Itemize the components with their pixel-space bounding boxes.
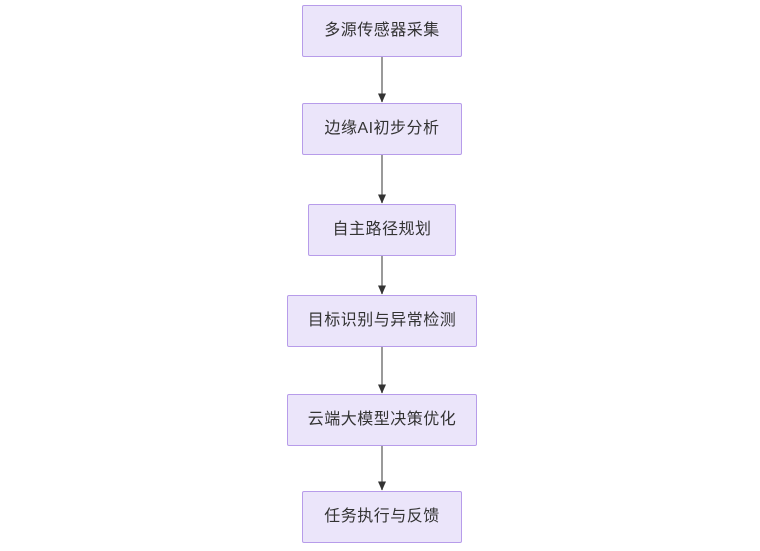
flow-node-label: 边缘AI初步分析 xyxy=(324,120,440,138)
flow-node-label: 自主路径规划 xyxy=(332,221,432,239)
flow-node-4[interactable]: 目标识别与异常检测 xyxy=(287,295,477,347)
flow-node-5[interactable]: 云端大模型决策优化 xyxy=(287,394,477,446)
flow-node-6[interactable]: 任务执行与反馈 xyxy=(302,491,462,543)
flow-node-label: 云端大模型决策优化 xyxy=(307,411,457,429)
flow-node-label: 多源传感器采集 xyxy=(324,22,440,40)
flow-node-3[interactable]: 自主路径规划 xyxy=(308,204,456,256)
flow-node-2[interactable]: 边缘AI初步分析 xyxy=(302,103,462,155)
flow-node-1[interactable]: 多源传感器采集 xyxy=(302,5,462,57)
flow-node-label: 任务执行与反馈 xyxy=(324,508,440,526)
flow-node-label: 目标识别与异常检测 xyxy=(307,312,457,330)
